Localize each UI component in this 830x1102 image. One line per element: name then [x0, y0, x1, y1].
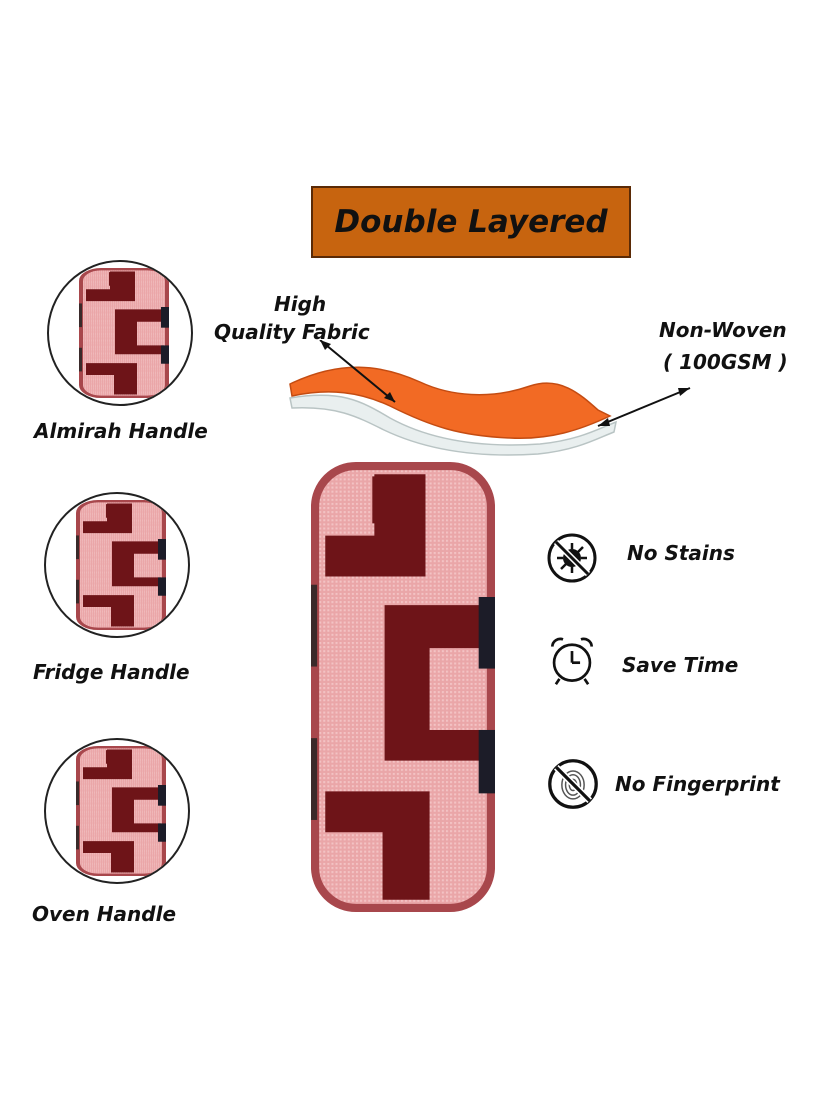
- top-layer-label-line1: High: [274, 292, 327, 316]
- no-stains-label: No Stains: [627, 541, 735, 565]
- oven-handle-label: Oven Handle: [32, 902, 177, 926]
- layer-diagram: [289, 340, 691, 456]
- almirah-handle-label: Almirah Handle: [34, 419, 208, 443]
- no-germs-icon: [547, 533, 597, 583]
- alarm-clock-icon: [550, 637, 594, 685]
- no-fingerprint-label: No Fingerprint: [615, 772, 780, 796]
- fridge-handle-label: Fridge Handle: [33, 660, 190, 684]
- handle-cover-main-image: [308, 462, 498, 912]
- title-text: Double Layered: [334, 204, 608, 240]
- bottom-layer-arrow: [597, 387, 691, 427]
- fridge-handle-thumbnail: [44, 492, 190, 638]
- handle-cover-thumbnail-icon: [49, 262, 191, 404]
- handle-cover-thumbnail-icon: [46, 494, 188, 636]
- top-layer-label-line2: Quality Fabric: [214, 320, 370, 344]
- fabric-layer: [289, 366, 612, 440]
- non-woven-layer: [289, 394, 618, 456]
- no-fingerprint-icon: [548, 759, 598, 809]
- top-layer-arrow: [319, 340, 396, 403]
- oven-handle-thumbnail: [44, 738, 190, 884]
- bottom-layer-label-line2: ( 100GSM ): [663, 350, 788, 374]
- title-banner: Double Layered: [311, 186, 631, 258]
- handle-cover-thumbnail-icon: [46, 740, 188, 882]
- bottom-layer-label-line1: Non-Woven: [659, 318, 787, 342]
- save-time-label: Save Time: [622, 653, 739, 677]
- almirah-handle-thumbnail: [47, 260, 193, 406]
